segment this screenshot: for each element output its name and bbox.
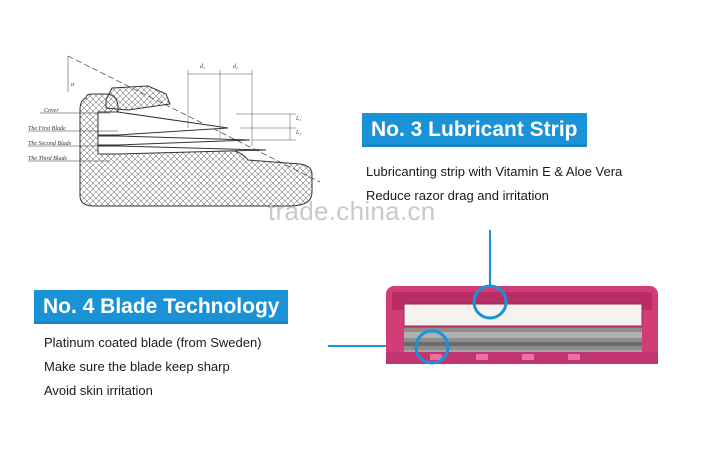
blade-line-2: Make sure the blade keep sharp xyxy=(44,359,230,374)
lubricant-line-2: Reduce razor drag and irritation xyxy=(366,188,549,203)
label-cover: Cover xyxy=(44,108,59,114)
dim-angle: α xyxy=(71,82,75,88)
label-third-blade: The Third Blade xyxy=(28,156,68,162)
razor-cartridge xyxy=(386,286,658,364)
blade-line-3: Avoid skin irritation xyxy=(44,383,153,398)
lubricant-highlight-circle xyxy=(472,284,508,320)
second-blade xyxy=(97,135,251,146)
dim-d2: d₂ xyxy=(233,64,239,70)
dim-l1: L₁ xyxy=(296,116,302,122)
cover-shape xyxy=(105,85,171,111)
blade-line-1: Platinum coated blade (from Sweden) xyxy=(44,335,262,350)
label-second-blade: The Second Blade xyxy=(28,141,72,147)
blade-title-badge: No. 4 Blade Technology xyxy=(34,290,289,324)
label-first-blade: The First Blade xyxy=(28,126,66,132)
blade-highlight-circle xyxy=(414,329,450,365)
dim-l2: L₂ xyxy=(296,130,302,136)
lubricant-title-badge: No. 3 Lubricant Strip xyxy=(362,113,587,147)
watermark: trade.china.cn xyxy=(268,196,436,226)
lubricant-line-1: Lubricanting strip with Vitamin E & Aloe… xyxy=(366,164,623,179)
dim-d1: d₁ xyxy=(200,64,206,70)
first-blade xyxy=(97,111,229,136)
